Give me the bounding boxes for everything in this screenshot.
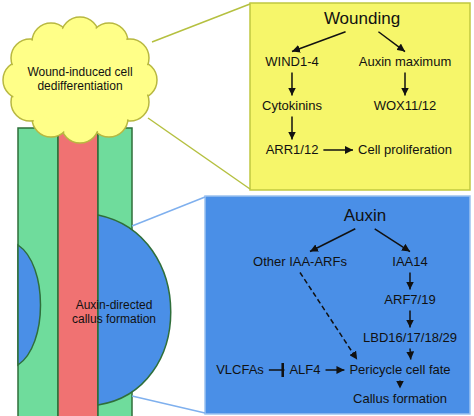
node-text: LBD16/17/18/29 [363, 331, 457, 346]
arrow-connector [326, 369, 345, 371]
arrow-connector [409, 348, 411, 359]
node-text: WOX11/12 [374, 99, 437, 114]
arrow-connector [409, 310, 411, 327]
arrow-connector [378, 32, 405, 52]
gene-node: ALF4 [286, 362, 323, 379]
node-text: Callus formation [353, 392, 447, 407]
node-text: ARR1/12 [266, 143, 319, 158]
arrow-connector [291, 116, 293, 139]
hormone-node: Auxin [341, 205, 390, 227]
hormone-node: Cytokinins [259, 98, 325, 115]
wound-panel [250, 3, 470, 190]
outcome-node: Cell proliferation [355, 142, 455, 159]
gene-node: ARR1/12 [263, 142, 322, 159]
signal-node: Auxin maximum [356, 54, 454, 71]
node-text: Auxin-directed callus formation [70, 299, 158, 327]
stem-tissue [18, 128, 58, 416]
signal-node: Wounding [321, 8, 403, 30]
inhibition-connector [269, 369, 285, 371]
vascular-tissue [58, 128, 98, 416]
leader-line [148, 118, 250, 189]
gene-node: Other IAA-ARFs [250, 254, 350, 271]
node-text: WIND1-4 [265, 55, 318, 70]
lipid-node: VLCFAs [213, 362, 267, 379]
node-text: Other IAA-ARFs [253, 255, 347, 270]
gene-node: ARF7/19 [381, 292, 438, 309]
node-text: Auxin [344, 206, 387, 226]
outcome-node: Callus formation [350, 391, 450, 408]
node-text: ARF7/19 [384, 293, 435, 308]
auxin-panel [205, 196, 470, 414]
arrow-connector [404, 72, 406, 95]
cloud-label: Wound-induced cell dedifferentiation [17, 65, 143, 95]
node-text: Wound-induced cell dedifferentiation [20, 66, 140, 94]
arrow-connector [399, 380, 401, 388]
leader-line [152, 4, 250, 42]
leader-line [132, 396, 205, 413]
arrow-connector [310, 229, 355, 252]
arrow-connector [300, 272, 357, 359]
leader-line [132, 197, 205, 226]
node-text: VLCFAs [216, 363, 264, 378]
dedifferentiation-cloud [3, 17, 157, 143]
callus-bulge [18, 245, 41, 365]
node-text: Cytokinins [262, 99, 322, 114]
node-text: ALF4 [289, 363, 320, 378]
gene-node: WIND1-4 [262, 54, 321, 71]
arrow-connector [409, 272, 411, 289]
node-text: Cell proliferation [358, 143, 452, 158]
node-text: Wounding [324, 9, 400, 29]
node-text: Auxin maximum [359, 55, 451, 70]
callus-label: Auxin-directed callus formation [67, 298, 161, 328]
arrow-connector [292, 32, 346, 52]
node-text: Pericycle cell fate [349, 363, 450, 378]
gene-node: IAA14 [389, 254, 430, 271]
arrow-connector [323, 149, 353, 151]
arrow-connector [291, 72, 293, 95]
gene-node: WOX11/12 [371, 98, 440, 115]
gene-node: LBD16/17/18/29 [360, 330, 460, 347]
node-text: IAA14 [392, 255, 427, 270]
outcome-node: Pericycle cell fate [346, 362, 453, 379]
arrow-connector [375, 229, 410, 252]
dedifferentiation-cloud-fill [5, 19, 156, 142]
